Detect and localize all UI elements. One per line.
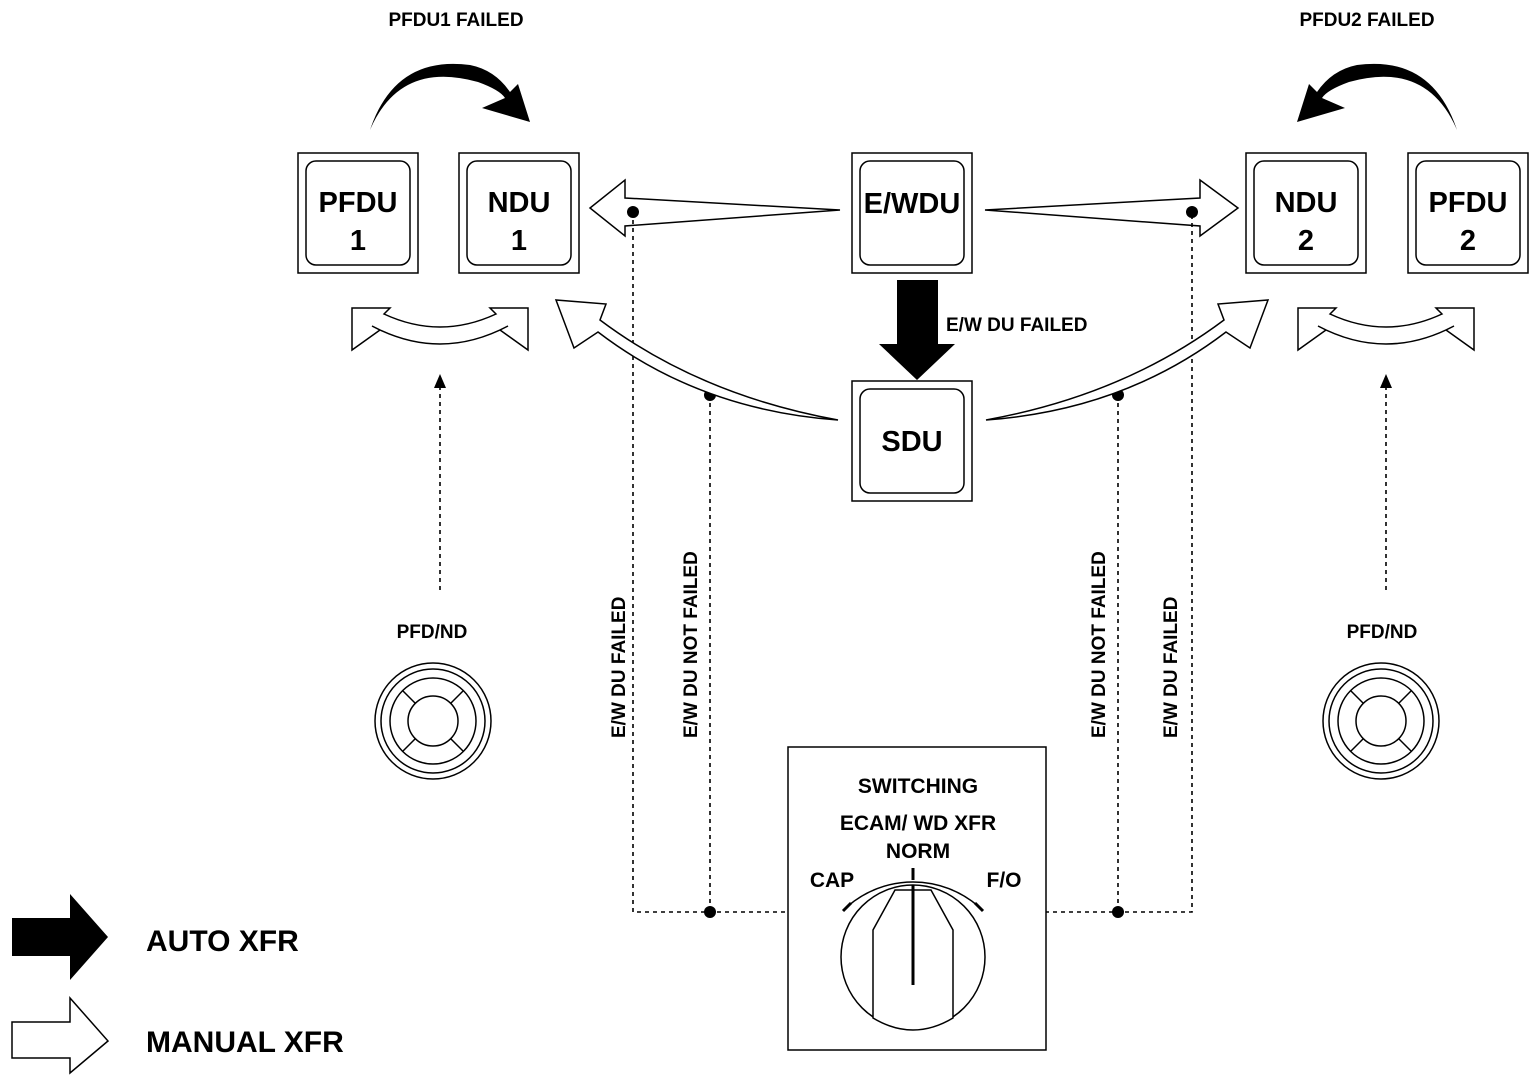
pfdu2-number: 2: [1460, 225, 1476, 257]
pfd-nd-right-label[interactable]: PFD/ND: [1347, 622, 1418, 643]
junction-dots: [627, 206, 1198, 918]
norm-label: NORM: [886, 840, 950, 863]
pfdu1-unit: PFDU 1: [297, 152, 419, 274]
fo-label: F/O: [987, 869, 1022, 892]
legend-auto-xfr-arrow-icon: [12, 894, 108, 980]
switching-title: SWITCHING: [858, 775, 978, 798]
ecam-wd-xfr-label: ECAM/ WD XFR: [840, 812, 996, 835]
manual-arrow-ewdu-to-ndu1: [588, 178, 841, 238]
ew-du-failed-auto-label: E/W DU FAILED: [946, 315, 1087, 336]
ndu1-number: 1: [511, 225, 527, 257]
pfdu2-unit: PFDU 2: [1407, 152, 1529, 274]
auto-transfer-arrow-pfdu1: [370, 63, 530, 130]
ew-du-not-failed-right-label: E/W DU NOT FAILED: [1089, 551, 1110, 738]
sdu-unit: SDU: [851, 380, 973, 502]
ew-du-failed-left-label: E/W DU FAILED: [609, 597, 630, 738]
dotted-arrowheads: [434, 374, 1392, 388]
manual-arrow-sdu-to-ndu1: [554, 299, 839, 421]
ew-du-not-failed-left-label: E/W DU NOT FAILED: [681, 551, 702, 738]
ewdu-unit: E/WDU: [851, 152, 973, 274]
ecam-wd-xfr-selector-knob[interactable]: [840, 884, 986, 1031]
pfdu2-label: PFDU: [1429, 187, 1508, 219]
ewdu-label: E/WDU: [864, 188, 961, 220]
legend-auto-xfr-label: AUTO XFR: [146, 925, 299, 958]
ndu2-number: 2: [1298, 225, 1314, 257]
pfd-nd-left-knob[interactable]: [374, 662, 492, 780]
manual-arrow-ewdu-to-ndu2: [984, 178, 1240, 238]
ndu2-label: NDU: [1275, 187, 1338, 219]
legend-manual-xfr-label: MANUAL XFR: [146, 1026, 344, 1059]
ndu2-unit: NDU 2: [1245, 152, 1367, 274]
pfd-nd-left-label[interactable]: PFD/ND: [397, 622, 468, 643]
pfdu1-failed-label: PFDU1 FAILED: [388, 10, 523, 31]
switching-panel: SWITCHING ECAM/ WD XFR NORM CAP F/O: [787, 746, 1047, 1051]
swap-arrow-left-pair: [351, 307, 529, 352]
pfd-nd-right-knob[interactable]: [1322, 662, 1440, 780]
pfdu1-number: 1: [350, 225, 366, 257]
auto-transfer-arrow-pfdu2: [1297, 63, 1457, 130]
pfdu2-failed-label: PFDU2 FAILED: [1299, 10, 1434, 31]
legend-manual-xfr-arrow-icon: [11, 996, 110, 1075]
pfdu1-label: PFDU: [319, 187, 398, 219]
sdu-label: SDU: [881, 426, 942, 458]
control-wiring: [439, 212, 1387, 913]
ndu1-unit: NDU 1: [458, 152, 580, 274]
swap-arrow-right-pair: [1297, 307, 1475, 352]
ndu1-label: NDU: [488, 187, 551, 219]
ew-du-failed-right-label: E/W DU FAILED: [1161, 597, 1182, 738]
auto-transfer-arrow-ewdu-to-sdu: [879, 280, 955, 380]
manual-arrow-sdu-to-ndu2: [985, 299, 1270, 421]
cap-label: CAP: [810, 869, 854, 892]
